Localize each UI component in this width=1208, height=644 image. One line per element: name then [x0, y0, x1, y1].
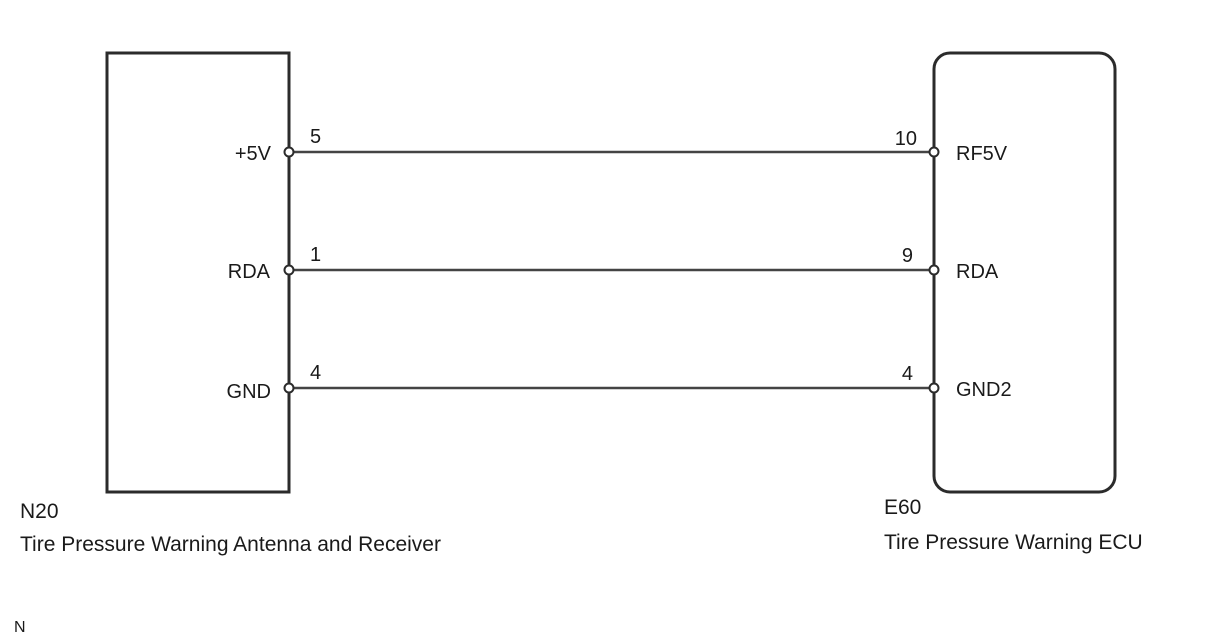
right-terminal-3 [928, 382, 940, 394]
left-signal-label: GND [227, 381, 271, 403]
left-component-code: N20 [20, 500, 59, 523]
right-signal-label: GND2 [956, 379, 1012, 401]
footer-mark: N [14, 619, 26, 636]
left-pin-number: 1 [310, 244, 321, 266]
left-pin-number: 5 [310, 126, 321, 148]
left-terminal-2 [283, 264, 295, 276]
left-terminal-3 [283, 382, 295, 394]
right-component-name: Tire Pressure Warning ECU [884, 531, 1143, 554]
left-pin-number: 4 [310, 362, 321, 384]
right-pin-number: 10 [895, 128, 917, 150]
right-terminal-2 [928, 264, 940, 276]
left-component-name: Tire Pressure Warning Antenna and Receiv… [20, 533, 441, 556]
right-pin-number: 9 [902, 245, 913, 267]
left-terminal-1 [283, 146, 295, 158]
left-signal-label: RDA [228, 261, 271, 283]
right-signal-label: RF5V [956, 143, 1008, 165]
right-terminal-1 [928, 146, 940, 158]
right-component-code: E60 [884, 496, 921, 519]
right-signal-label: RDA [956, 261, 999, 283]
right-pin-number: 4 [902, 363, 913, 385]
left-signal-label: +5V [235, 143, 272, 165]
